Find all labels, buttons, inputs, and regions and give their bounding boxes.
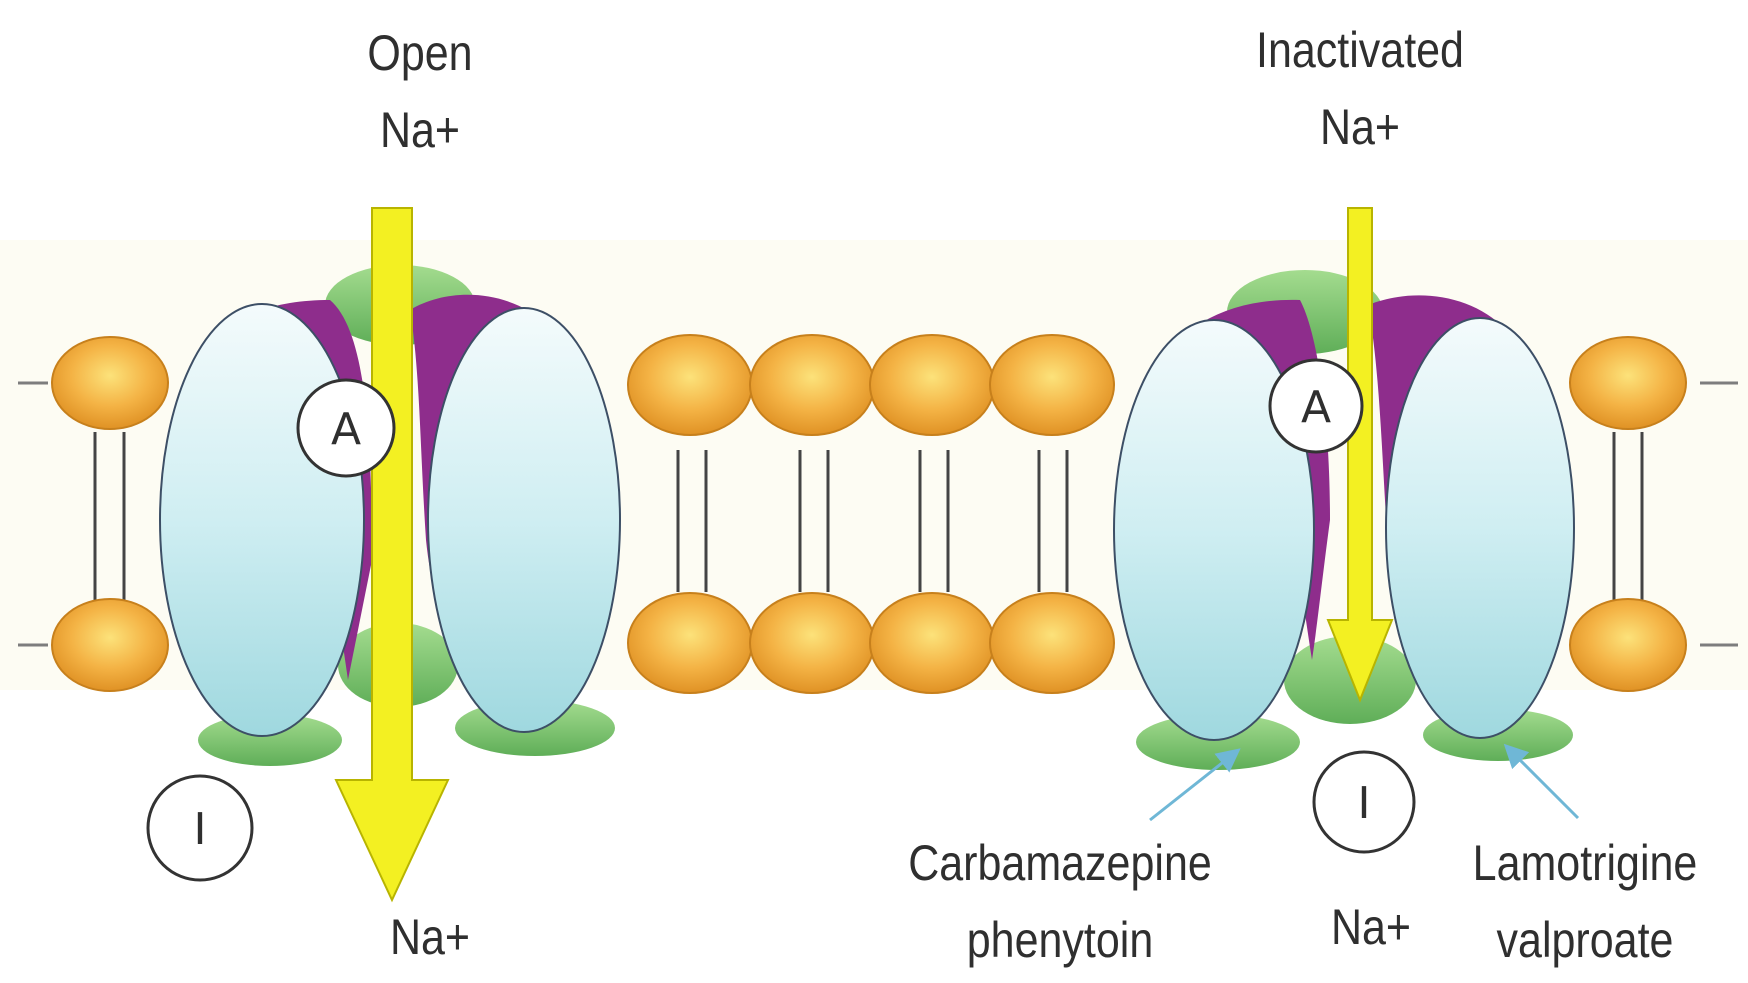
lipid-head	[52, 337, 168, 429]
activation-gate: A	[1270, 360, 1362, 452]
protein-subunit	[428, 308, 620, 732]
na-ion-top-right-label: Na+	[1287, 102, 1433, 152]
protein-subunit	[160, 304, 364, 736]
inactivated-state-label: Inactivated	[1214, 25, 1506, 75]
na-ion-top-left-label: Na+	[347, 105, 493, 155]
drug-pointer-line	[1508, 748, 1578, 818]
drug-carbamazepine-label: Carbamazepine	[888, 838, 1232, 888]
drug-phenytoin-label: phenytoin	[927, 915, 1194, 965]
drug-lamotrigine-label: Lamotrigine	[1452, 838, 1719, 888]
protein-subunit	[1386, 318, 1574, 738]
lipid-head	[990, 593, 1114, 693]
lipid-head	[52, 599, 168, 691]
open-state-label: Open	[347, 28, 493, 78]
gate-i-label: I	[1358, 778, 1371, 829]
lipid-head	[870, 593, 994, 693]
lipid-head	[1570, 337, 1686, 429]
na-ion-bottom-left-label: Na+	[357, 912, 503, 962]
inactivation-gate: I	[148, 776, 252, 880]
lipid-head	[628, 593, 752, 693]
lipid-head	[750, 335, 874, 435]
lipid-head	[990, 335, 1114, 435]
gate-a-label: A	[331, 404, 361, 455]
lipid-head	[628, 335, 752, 435]
activation-gate: A	[298, 380, 394, 476]
lipid-head	[870, 335, 994, 435]
lipid-head	[750, 593, 874, 693]
gate-a-label: A	[1301, 382, 1331, 433]
lipid-head	[1570, 599, 1686, 691]
gate-i-label: I	[194, 804, 207, 855]
inactivation-gate: I	[1314, 752, 1414, 852]
na-ion-bottom-right-label: Na+	[1298, 902, 1444, 952]
drug-valproate-label: valproate	[1473, 915, 1697, 965]
